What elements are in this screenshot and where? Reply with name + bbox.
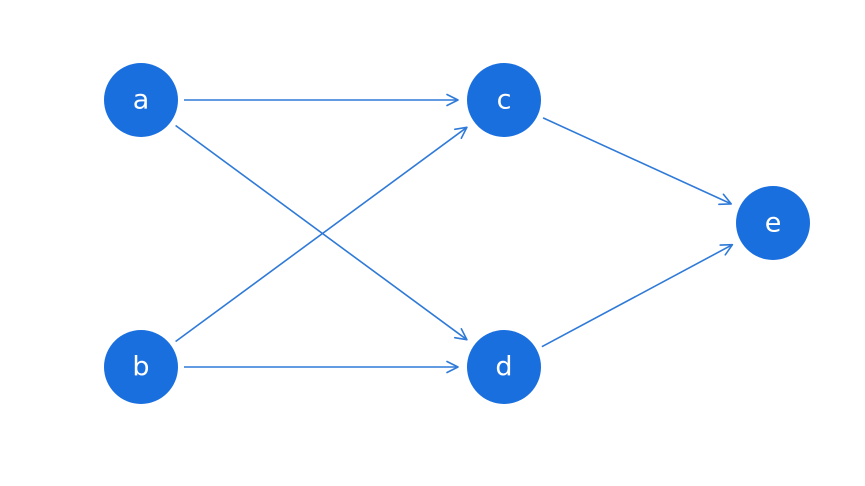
node-circle [104, 330, 178, 404]
node-label: d [495, 352, 512, 383]
edge-line [175, 124, 468, 341]
node-label: a [133, 85, 150, 116]
arrowhead-icon [446, 360, 459, 374]
arrowhead-icon [453, 327, 468, 341]
node-a: a [104, 63, 178, 137]
node-circle [467, 63, 541, 137]
arrowhead-icon [719, 243, 734, 256]
node-label: c [497, 85, 512, 116]
node-label: b [132, 352, 149, 383]
node-circle [467, 330, 541, 404]
node-label: e [765, 208, 782, 239]
node-circle [736, 186, 810, 260]
node-circle [104, 63, 178, 137]
edge-c-e [542, 117, 733, 206]
nodes-layer: a b c d e [104, 63, 810, 404]
edges-layer [175, 93, 734, 374]
edge-a-d [175, 124, 468, 341]
edge-d-e [541, 243, 734, 348]
node-d: d [467, 330, 541, 404]
arrowhead-icon [453, 126, 468, 139]
edge-a-c [184, 93, 459, 107]
arrowhead-icon [446, 93, 459, 107]
edge-b-c [175, 126, 468, 343]
node-c: c [467, 63, 541, 137]
edge-b-d [184, 360, 459, 374]
edge-line [542, 117, 732, 205]
node-e: e [736, 186, 810, 260]
edge-line [175, 126, 468, 343]
arrowhead-icon [718, 193, 733, 206]
node-b: b [104, 330, 178, 404]
edge-line [541, 243, 733, 348]
